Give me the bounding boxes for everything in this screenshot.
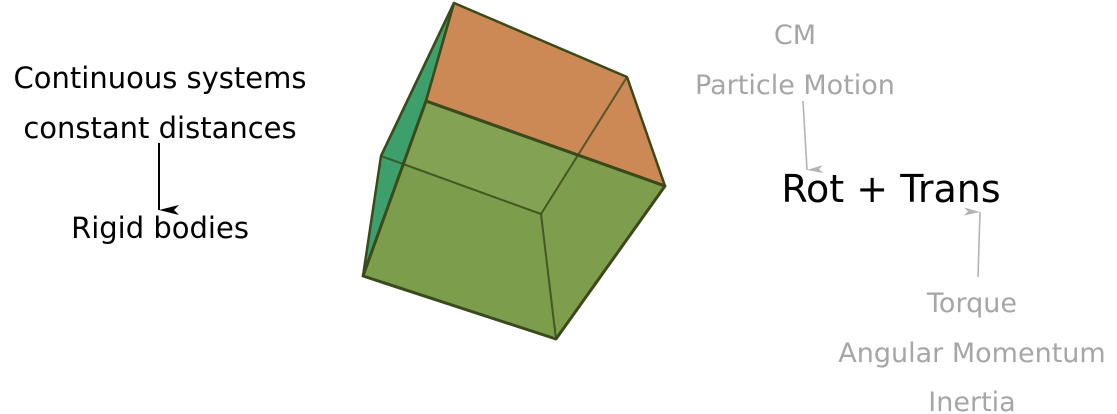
angular-momentum-label: Angular Momentum — [838, 338, 1105, 369]
arrow-down-gray-icon — [802, 100, 824, 174]
arrow-up-gray-icon — [963, 207, 981, 278]
cm-label: CM — [774, 20, 816, 51]
constant-distances-label: constant distances — [23, 111, 296, 145]
torque-label: Torque — [926, 288, 1017, 319]
inertia-label: Inertia — [928, 387, 1015, 414]
transparent-cube-icon — [361, 1, 667, 341]
rigid-bodies-label: Rigid bodies — [71, 211, 249, 245]
rot-trans-label: Rot + Trans — [781, 167, 1000, 211]
continuous-systems-label: Continuous systems — [14, 61, 307, 95]
particle-motion-label: Particle Motion — [695, 70, 895, 101]
